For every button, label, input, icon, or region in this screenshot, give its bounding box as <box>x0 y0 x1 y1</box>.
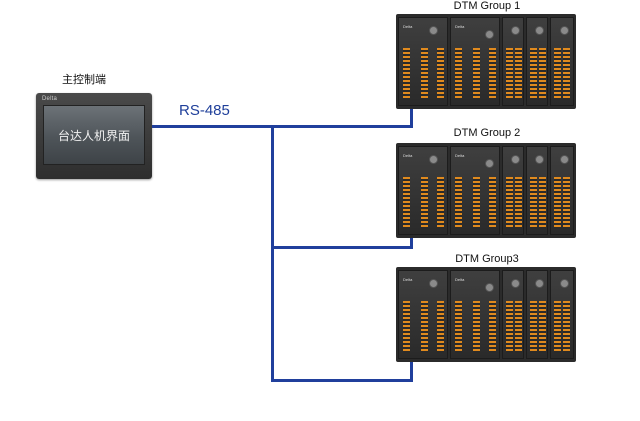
group-label-2: DTM Group 2 <box>453 127 521 139</box>
module-brand-logo: Delta <box>403 153 413 158</box>
module-brand-logo: Delta <box>455 153 465 158</box>
hmi-title: 主控制端 <box>62 74 106 86</box>
bus-drop-group3 <box>410 354 413 382</box>
terminal-block <box>421 301 428 353</box>
group-label-1: DTM Group 1 <box>453 0 521 12</box>
dial-knob-icon <box>511 279 520 288</box>
terminal-block <box>563 177 570 229</box>
dial-knob-icon <box>535 155 544 164</box>
dtm-module <box>526 17 548 106</box>
dtm-module: Delta <box>450 270 500 359</box>
dial-knob-icon <box>429 155 438 164</box>
dtm-module <box>526 146 548 235</box>
terminal-block <box>437 48 444 100</box>
hmi-screen-text: 台达人机界面 <box>57 129 130 143</box>
terminal-block <box>489 301 496 353</box>
dtm-module <box>526 270 548 359</box>
bus-main-wire <box>152 125 412 128</box>
dial-knob-icon <box>485 159 494 168</box>
terminal-block <box>437 177 444 229</box>
module-brand-logo: Delta <box>403 24 413 29</box>
dtm-module <box>502 17 524 106</box>
dtm-module: Delta <box>450 146 500 235</box>
bus-label: RS-485 <box>179 102 230 119</box>
dtm-module: Delta <box>450 17 500 106</box>
dtm-module: Delta <box>398 17 448 106</box>
terminal-block <box>473 48 480 100</box>
dial-knob-icon <box>560 26 569 35</box>
terminal-block <box>473 177 480 229</box>
terminal-block <box>506 177 513 229</box>
terminal-block <box>403 48 410 100</box>
dial-knob-icon <box>429 279 438 288</box>
dtm-module <box>550 270 574 359</box>
dtm-module <box>550 146 574 235</box>
terminal-block <box>437 301 444 353</box>
dtm-module: Delta <box>398 270 448 359</box>
dtm-module <box>502 270 524 359</box>
terminal-block <box>421 48 428 100</box>
terminal-block <box>489 48 496 100</box>
module-brand-logo: Delta <box>455 24 465 29</box>
module-brand-logo: Delta <box>403 277 413 282</box>
terminal-block <box>530 48 537 100</box>
dial-knob-icon <box>485 30 494 39</box>
terminal-block <box>563 48 570 100</box>
terminal-block <box>506 48 513 100</box>
dial-knob-icon <box>560 155 569 164</box>
terminal-block <box>506 301 513 353</box>
terminal-block <box>554 301 561 353</box>
bus-trunk <box>271 125 274 381</box>
terminal-block <box>489 177 496 229</box>
hmi-logo: Delta <box>42 96 58 102</box>
terminal-block <box>515 48 522 100</box>
terminal-block <box>539 48 546 100</box>
group-label-3: DTM Group3 <box>455 253 519 265</box>
dtm-group-2-modules: Delta Delta <box>396 143 576 238</box>
dtm-module: Delta <box>398 146 448 235</box>
terminal-block <box>421 177 428 229</box>
dtm-module <box>502 146 524 235</box>
terminal-block <box>554 48 561 100</box>
terminal-block <box>563 301 570 353</box>
terminal-block <box>515 177 522 229</box>
dial-knob-icon <box>560 279 569 288</box>
bus-branch-group2 <box>271 246 413 249</box>
terminal-block <box>473 301 480 353</box>
bus-drop-group1 <box>410 96 413 128</box>
bus-branch-group3 <box>271 379 413 382</box>
terminal-block <box>530 177 537 229</box>
hmi-screen: 台达人机界面 <box>43 105 145 165</box>
terminal-block <box>455 177 462 229</box>
dial-knob-icon <box>511 26 520 35</box>
terminal-block <box>539 301 546 353</box>
dial-knob-icon <box>485 283 494 292</box>
dial-knob-icon <box>429 26 438 35</box>
terminal-block <box>403 177 410 229</box>
terminal-block <box>403 301 410 353</box>
dtm-module <box>550 17 574 106</box>
terminal-block <box>554 177 561 229</box>
terminal-block <box>539 177 546 229</box>
hmi-panel: Delta 台达人机界面 <box>36 93 152 179</box>
dial-knob-icon <box>511 155 520 164</box>
dtm-group-3-modules: Delta Delta <box>396 267 576 362</box>
terminal-block <box>455 48 462 100</box>
terminal-block <box>530 301 537 353</box>
terminal-block <box>455 301 462 353</box>
dial-knob-icon <box>535 279 544 288</box>
terminal-block <box>515 301 522 353</box>
dtm-group-1-modules: Delta Delta <box>396 14 576 109</box>
module-brand-logo: Delta <box>455 277 465 282</box>
dial-knob-icon <box>535 26 544 35</box>
